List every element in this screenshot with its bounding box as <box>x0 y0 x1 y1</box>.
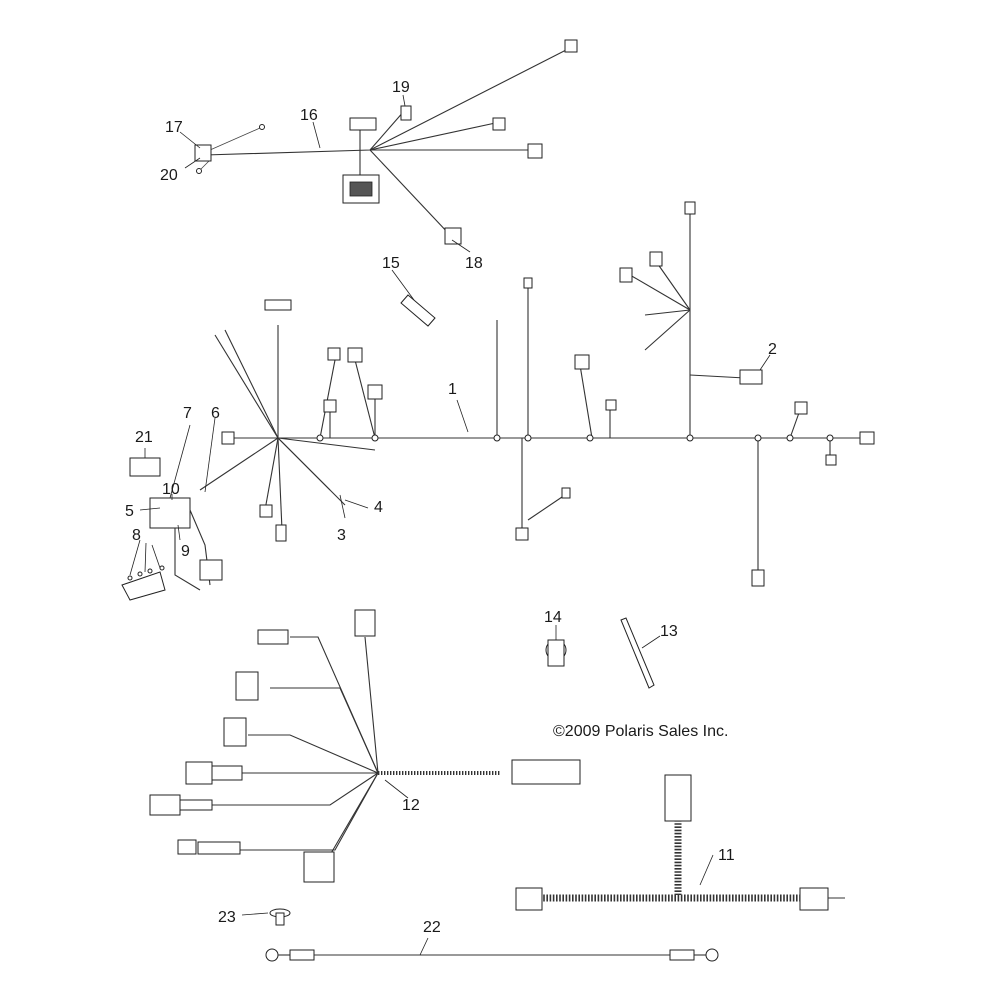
leader-lines <box>129 94 771 956</box>
callout-8: 8 <box>132 527 141 544</box>
callout-13: 13 <box>660 623 678 640</box>
part-15 <box>400 294 436 327</box>
callout-10: 10 <box>162 481 180 498</box>
harness-12 <box>149 609 581 883</box>
harness-16 <box>194 39 578 245</box>
bolt-23 <box>269 908 291 926</box>
harness-1 <box>199 201 875 587</box>
callout-21: 21 <box>135 429 153 446</box>
callout-6: 6 <box>211 405 220 422</box>
callout-2: 2 <box>768 341 777 358</box>
part-13 <box>620 617 655 689</box>
callout-19: 19 <box>392 79 410 96</box>
callout-16: 16 <box>300 107 318 124</box>
callout-7: 7 <box>183 405 192 422</box>
callout-9: 9 <box>181 543 190 560</box>
callout-1: 1 <box>448 381 457 398</box>
callout-18: 18 <box>465 255 483 272</box>
copyright-notice: ©2009 Polaris Sales Inc. <box>553 723 728 740</box>
callout-22: 22 <box>423 919 441 936</box>
callout-17: 17 <box>165 119 183 136</box>
callout-15: 15 <box>382 255 400 272</box>
part-14 <box>545 639 567 667</box>
callout-14: 14 <box>544 609 562 626</box>
callout-4: 4 <box>374 499 383 516</box>
callout-3: 3 <box>337 527 346 544</box>
cable-22 <box>265 948 719 962</box>
callout-5: 5 <box>125 503 134 520</box>
callout-12: 12 <box>402 797 420 814</box>
callout-labels: 1 2 3 4 5 6 7 8 9 10 11 12 13 14 15 16 1… <box>125 79 777 936</box>
callout-20: 20 <box>160 167 178 184</box>
callout-23: 23 <box>218 909 236 926</box>
callout-11: 11 <box>718 847 735 864</box>
harness-11 <box>515 774 845 911</box>
